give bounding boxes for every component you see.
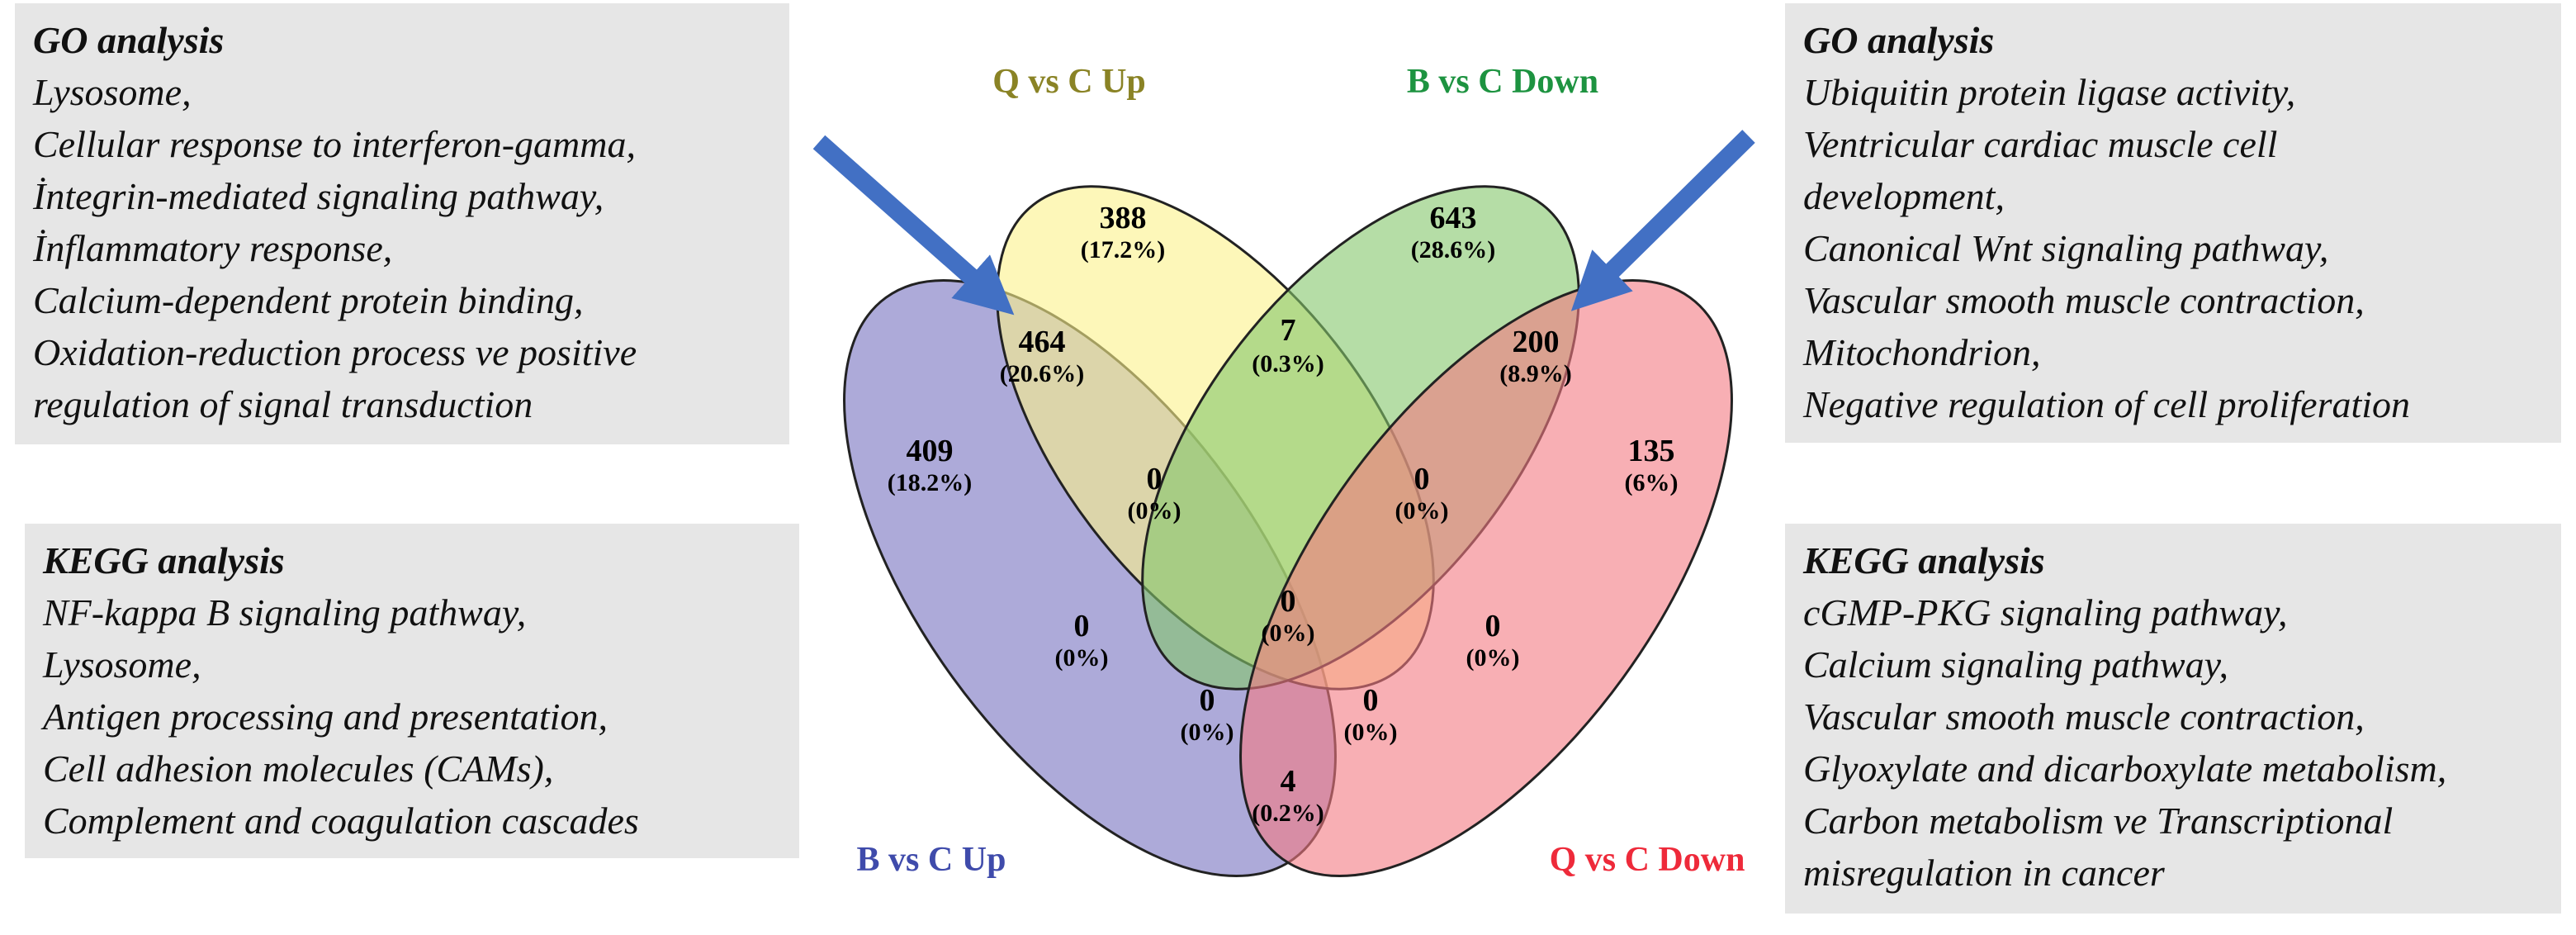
region-pct-q-up-q-down: (0%): [1466, 644, 1520, 672]
panel-item: İntegrin-mediated signaling pathway,: [33, 175, 604, 217]
arrow-right: [1570, 130, 1755, 311]
panel-item: regulation of signal transduction: [33, 383, 533, 425]
panel-item: Glyoxylate and dicarboxylate metabolism,: [1803, 748, 2447, 790]
region-count-q-up-q-down: 0: [1485, 609, 1501, 643]
region-count-q-up-only: 388: [1100, 201, 1147, 235]
panel-item: Vascular smooth muscle contraction,: [1803, 279, 2365, 321]
panel-item: Lysosome,: [43, 643, 201, 686]
panel-title: GO analysis: [33, 19, 225, 61]
panel-item: Cellular response to interferon-gamma,: [33, 123, 636, 165]
region-pct-b-up-b-down: (0%): [1055, 644, 1109, 672]
panel-item: development,: [1803, 175, 2005, 217]
region-count-b-up-b-down-q-down: 0: [1200, 683, 1215, 718]
kegg-analysis-panel-left: KEGG analysis NF-kappa B signaling pathw…: [25, 524, 799, 858]
region-count-b-down-only: 643: [1430, 201, 1477, 235]
panel-item: Lysosome,: [33, 71, 192, 113]
region-count-b-up-b-down: 0: [1074, 609, 1090, 643]
set-label-q-vs-c-down: Q vs C Down: [1550, 841, 1745, 879]
panel-item: Antigen processing and presentation,: [43, 695, 608, 738]
panel-item: cGMP-PKG signaling pathway,: [1803, 591, 2288, 634]
region-count-q-down-only: 135: [1628, 434, 1675, 468]
region-pct-b-down-q-down: (8.9%): [1499, 360, 1571, 387]
panel-title: KEGG analysis: [1803, 539, 2045, 581]
region-pct-q-up-b-down-q-down: (0%): [1395, 497, 1449, 524]
region-count-b-up-q-up-q-down: 0: [1363, 683, 1379, 718]
region-pct-b-up-q-down: (0.2%): [1252, 800, 1324, 827]
go-analysis-panel-right: GO analysis Ubiquitin protein ligase act…: [1785, 3, 2561, 443]
region-count-b-up-q-up: 464: [1019, 325, 1066, 359]
panel-item: Complement and coagulation cascades: [43, 800, 639, 842]
panel-item: Carbon metabolism ve Transcriptional: [1803, 800, 2394, 842]
panel-item: Cell adhesion molecules (CAMs),: [43, 748, 554, 790]
panel-item: Ventricular cardiac muscle cell: [1803, 123, 2278, 165]
region-pct-b-up-q-up-q-down: (0%): [1344, 719, 1398, 746]
region-pct-b-up-b-down-q-down: (0%): [1181, 719, 1234, 746]
set-label-b-vs-c-up: B vs C Up: [857, 841, 1006, 879]
panel-item: Ubiquitin protein ligase activity,: [1803, 71, 2296, 113]
region-count-all-four: 0: [1281, 584, 1296, 619]
panel-item: İnflammatory response,: [33, 227, 393, 269]
set-label-b-vs-c-down: B vs C Down: [1407, 63, 1598, 101]
go-analysis-panel-left: GO analysis Lysosome, Cellular response …: [15, 3, 789, 444]
region-pct-all-four: (0%): [1262, 619, 1315, 647]
kegg-analysis-panel-right: KEGG analysis cGMP-PKG signaling pathway…: [1785, 524, 2561, 914]
panel-title: GO analysis: [1803, 19, 1995, 61]
region-count-b-up-q-down: 4: [1281, 764, 1296, 799]
region-pct-q-down-only: (6%): [1625, 469, 1679, 496]
region-count-b-up-only: 409: [907, 434, 954, 468]
region-pct-b-up-only: (18.2%): [888, 469, 972, 496]
region-count-q-up-b-down-q-down: 0: [1414, 462, 1430, 496]
region-pct-q-up-only: (17.2%): [1081, 236, 1165, 263]
panel-item: Negative regulation of cell proliferatio…: [1803, 383, 2411, 425]
region-pct-q-up-b-down: (0.3%): [1252, 350, 1324, 377]
panel-item: Canonical Wnt signaling pathway,: [1803, 227, 2329, 269]
panel-item: Mitochondrion,: [1803, 331, 2041, 373]
set-label-q-vs-c-up: Q vs C Up: [992, 63, 1146, 101]
panel-item: Calcium signaling pathway,: [1803, 643, 2228, 686]
region-count-b-down-q-down: 200: [1513, 325, 1560, 359]
arrow-left: [812, 135, 1015, 316]
panel-item: misregulation in cancer: [1803, 852, 2165, 894]
set-ellipse-q-vs-c-down: [1239, 278, 1733, 878]
region-pct-b-up-q-up-b-down: (0%): [1128, 497, 1181, 524]
panel-item: NF-kappa B signaling pathway,: [43, 591, 527, 634]
region-count-q-up-b-down: 7: [1281, 313, 1296, 348]
panel-title: KEGG analysis: [43, 539, 285, 581]
panel-item: Vascular smooth muscle contraction,: [1803, 695, 2365, 738]
region-pct-b-down-only: (28.6%): [1411, 236, 1495, 263]
region-pct-b-up-q-up: (20.6%): [1000, 360, 1084, 387]
region-count-b-up-q-up-b-down: 0: [1147, 462, 1163, 496]
panel-item: Calcium-dependent protein binding,: [33, 279, 584, 321]
panel-item: Oxidation-reduction process ve positive: [33, 331, 637, 373]
